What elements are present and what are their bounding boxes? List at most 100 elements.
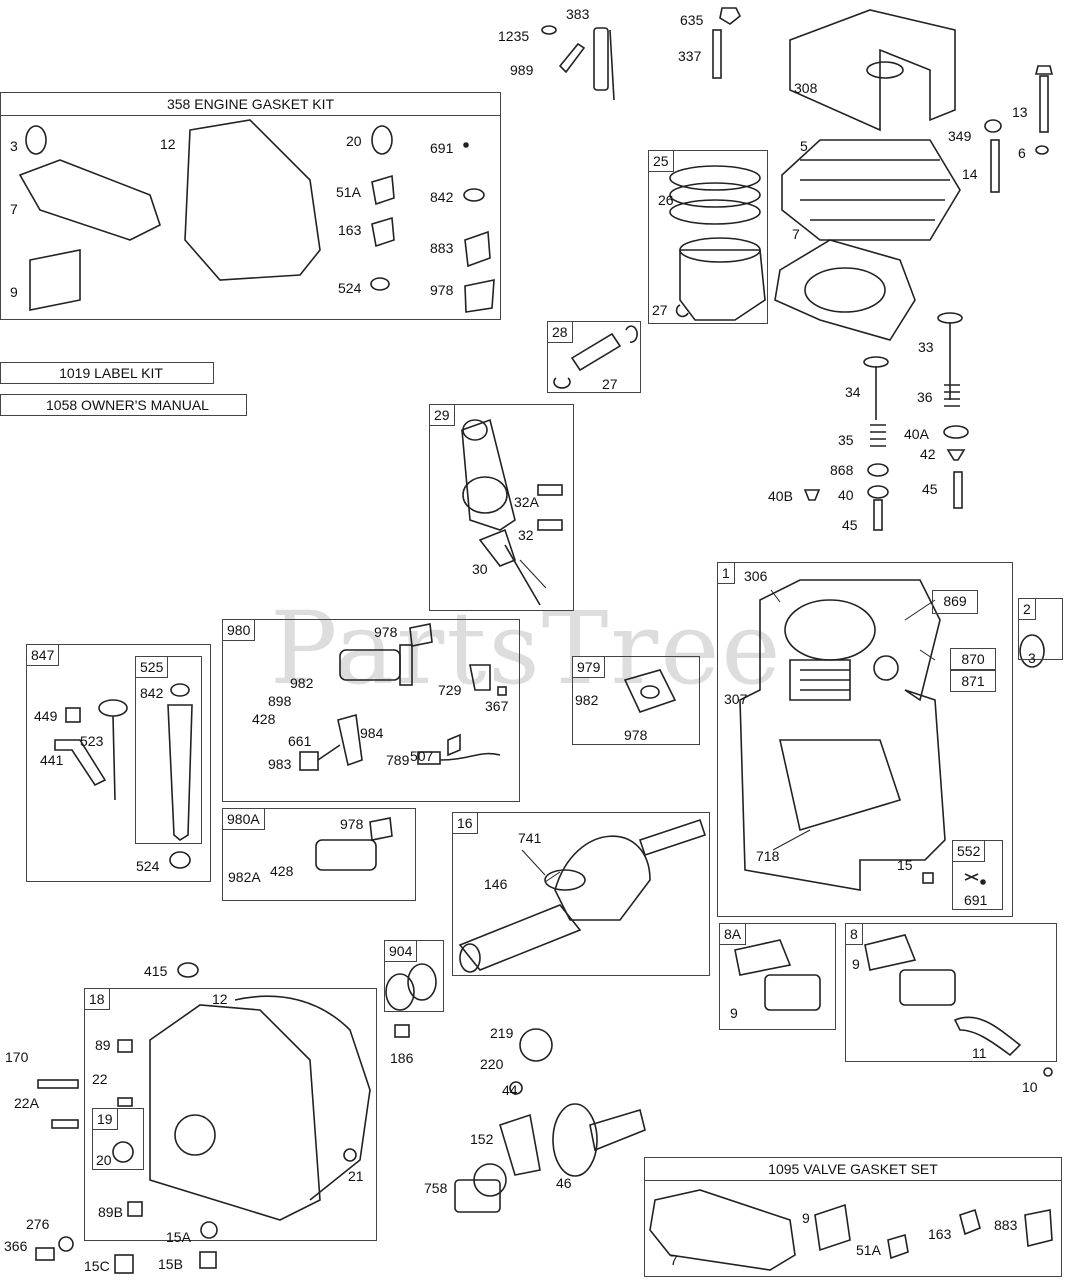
group-1-tag: 1 [718, 563, 735, 584]
group-979-box: 979 [572, 656, 700, 745]
group-29-box: 29 [429, 404, 574, 611]
part-6: 6 [1018, 145, 1026, 161]
part-21: 21 [348, 1168, 364, 1184]
part-306: 306 [744, 568, 768, 584]
part-33: 33 [918, 339, 934, 355]
group-29-tag: 29 [430, 405, 455, 426]
group-18-tag: 18 [85, 989, 110, 1010]
part-89: 89 [95, 1037, 111, 1053]
group-552-tag: 552 [953, 841, 986, 862]
part-32a: 32A [514, 494, 539, 510]
group-19-tag: 19 [93, 1109, 118, 1130]
owners-manual-box: 1058 OWNER'S MANUAL [0, 394, 247, 416]
group-904-box: 904 [384, 940, 444, 1012]
part-367: 367 [485, 698, 509, 714]
kit-part-524: 524 [338, 280, 362, 296]
group-847-tag: 847 [27, 645, 60, 666]
valve-set-part-7: 7 [670, 1252, 678, 1268]
group-847-box: 847 [26, 644, 211, 882]
part-9-8: 9 [852, 956, 860, 972]
group-871-box: 871 [950, 670, 996, 692]
part-383: 383 [566, 6, 590, 22]
part-146: 146 [484, 876, 508, 892]
group-552-box: 552 [952, 840, 1003, 910]
group-25-tag: 25 [649, 151, 674, 172]
part-26: 26 [658, 192, 674, 208]
valve-set-part-9: 9 [802, 1210, 810, 1226]
group-525-box: 525 [135, 656, 202, 844]
kit-part-883: 883 [430, 240, 454, 256]
group-869-box: 869 [932, 590, 978, 614]
part-20-group-19: 20 [96, 1152, 112, 1168]
kit-part-9: 9 [10, 284, 18, 300]
part-15-block: 15 [897, 857, 913, 873]
part-34: 34 [845, 384, 861, 400]
kit-part-7: 7 [10, 201, 18, 217]
label-kit-box: 1019 LABEL KIT [0, 362, 214, 384]
part-45-left: 45 [842, 517, 858, 533]
valve-set-part-51a: 51A [856, 1242, 881, 1258]
part-441: 441 [40, 752, 64, 768]
part-415: 415 [144, 963, 168, 979]
part-27-pin: 27 [602, 376, 618, 392]
part-36: 36 [917, 389, 933, 405]
group-28-box: 28 [547, 321, 641, 393]
group-904-tag: 904 [385, 941, 418, 962]
part-449: 449 [34, 708, 58, 724]
kit-part-842: 842 [430, 189, 454, 205]
group-980-box: 980 [222, 619, 520, 802]
part-524-847: 524 [136, 858, 160, 874]
part-898: 898 [268, 693, 292, 709]
part-152: 152 [470, 1131, 494, 1147]
group-1-box: 1 [717, 562, 1013, 917]
part-89b: 89B [98, 1204, 123, 1220]
part-982-980: 982 [290, 675, 314, 691]
part-978-980: 978 [374, 624, 398, 640]
part-35: 35 [838, 432, 854, 448]
group-980a-tag: 980A [223, 809, 265, 830]
kit-part-163: 163 [338, 222, 362, 238]
part-12-crankcase: 12 [212, 991, 228, 1007]
part-983: 983 [268, 756, 292, 772]
part-523: 523 [80, 733, 104, 749]
part-46: 46 [556, 1175, 572, 1191]
part-691-552: 691 [964, 892, 988, 908]
part-989: 989 [510, 62, 534, 78]
part-220: 220 [480, 1056, 504, 1072]
group-525-tag: 525 [136, 657, 169, 678]
part-308: 308 [794, 80, 818, 96]
group-19-box: 19 [92, 1108, 144, 1170]
kit-part-12: 12 [160, 136, 176, 152]
part-15c: 15C [84, 1258, 110, 1274]
part-337: 337 [678, 48, 702, 64]
valve-gasket-set-title: 1095 VALVE GASKET SET [645, 1158, 1061, 1181]
kit-part-691: 691 [430, 140, 454, 156]
part-15b: 15B [158, 1256, 183, 1272]
part-428-980: 428 [252, 711, 276, 727]
group-8a-tag: 8A [720, 924, 747, 945]
group-16-tag: 16 [453, 813, 478, 834]
part-40a: 40A [904, 426, 929, 442]
part-7-head-gasket: 7 [792, 226, 800, 242]
part-729: 729 [438, 682, 462, 698]
part-661: 661 [288, 733, 312, 749]
part-842-525: 842 [140, 685, 164, 701]
part-44: 44 [502, 1082, 518, 1098]
group-28-tag: 28 [548, 322, 573, 343]
group-979-tag: 979 [573, 657, 606, 678]
part-42: 42 [920, 446, 936, 462]
group-8-tag: 8 [846, 924, 863, 945]
kit-part-3: 3 [10, 138, 18, 154]
part-349: 349 [948, 128, 972, 144]
part-5: 5 [800, 138, 808, 154]
part-276: 276 [26, 1216, 50, 1232]
group-8a-box: 8A [719, 923, 836, 1030]
part-32: 32 [518, 527, 534, 543]
part-789: 789 [386, 752, 410, 768]
part-758: 758 [424, 1180, 448, 1196]
valve-set-part-163: 163 [928, 1226, 952, 1242]
engine-gasket-kit-box: 358 ENGINE GASKET KIT [0, 92, 501, 320]
part-3-group-2: 3 [1028, 650, 1036, 666]
kit-part-978: 978 [430, 282, 454, 298]
